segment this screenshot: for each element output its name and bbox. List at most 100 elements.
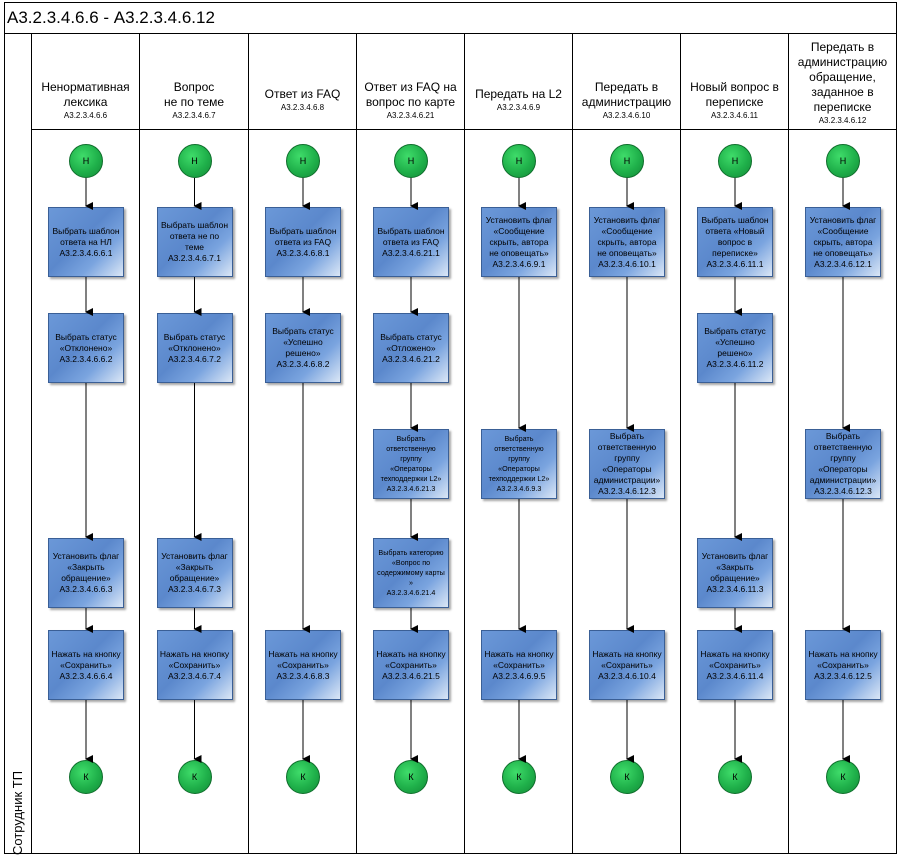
column-code: А3.2.3.4.6.8 bbox=[280, 103, 325, 112]
task-label: Установить флаг «Сообщение скрыть, автор… bbox=[593, 214, 661, 269]
task-label: Выбрать шаблон ответа из FAQ А3.2.3.4.6.… bbox=[377, 225, 445, 258]
task-label: Выбрать шаблон ответа из FAQ А3.2.3.4.6.… bbox=[269, 225, 337, 258]
task-box[interactable]: Нажать на кнопку «Сохранить» А3.2.3.4.6.… bbox=[589, 630, 665, 700]
task-label: Выбрать шаблон ответа на НЛ А3.2.3.4.6.6… bbox=[52, 225, 120, 258]
task-box[interactable]: Выбрать шаблон ответа не по теме А3.2.3.… bbox=[156, 207, 233, 277]
start-event: Н bbox=[610, 144, 644, 178]
task-label: Выбрать ответственную группу «Операторы … bbox=[593, 431, 661, 496]
end-event: К bbox=[394, 760, 428, 794]
task-label: Нажать на кнопку «Сохранить» А3.2.3.4.6.… bbox=[159, 648, 230, 681]
task-box[interactable]: Выбрать шаблон ответа из FAQ А3.2.3.4.6.… bbox=[373, 207, 449, 277]
column-header: Ответ из FAQ А3.2.3.4.6.8 bbox=[249, 33, 357, 130]
task-box[interactable]: Установить флаг «Закрыть обращение» А3.2… bbox=[156, 538, 233, 608]
task-label: Выбрать статус «Отложено» А3.2.3.4.6.21.… bbox=[380, 331, 442, 364]
task-box[interactable]: Нажать на кнопку «Сохранить» А3.2.3.4.6.… bbox=[373, 630, 449, 700]
start-event: Н bbox=[177, 144, 212, 178]
column-title: Ответ из FAQ на вопрос по карте bbox=[364, 80, 457, 109]
column-lane bbox=[573, 130, 681, 854]
task-label: Выбрать шаблон ответа «Новый вопрос в пе… bbox=[701, 214, 769, 269]
column-lane bbox=[681, 130, 789, 854]
task-box[interactable]: Установить флаг «Сообщение скрыть, автор… bbox=[589, 207, 665, 277]
task-label: Установить флаг «Закрыть обращение» А3.2… bbox=[52, 551, 120, 594]
task-box[interactable]: Выбрать ответственную группу «Операторы … bbox=[373, 429, 449, 499]
column-code: А3.2.3.4.6.6 bbox=[63, 111, 108, 120]
task-box[interactable]: Нажать на кнопку «Сохранить» А3.2.3.4.6.… bbox=[697, 630, 773, 700]
start-event: Н bbox=[286, 144, 320, 178]
task-box[interactable]: Выбрать статус «Отклонено» А3.2.3.4.6.6.… bbox=[48, 313, 124, 383]
column-lane bbox=[249, 130, 357, 854]
task-label: Выбрать ответственную группу «Операторы … bbox=[488, 434, 550, 493]
end-event: К bbox=[718, 760, 752, 794]
task-box[interactable]: Выбрать ответственную группу «Операторы … bbox=[589, 429, 665, 499]
start-event: Н bbox=[826, 144, 860, 178]
task-label: Выбрать ответственную группу «Операторы … bbox=[380, 434, 442, 493]
start-event: Н bbox=[502, 144, 536, 178]
task-label: Выбрать категорию «Вопрос по содержимому… bbox=[377, 548, 445, 597]
task-box[interactable]: Выбрать ответственную группу «Операторы … bbox=[805, 429, 881, 499]
swimlane-label-cell: Сотрудник ТП bbox=[4, 33, 32, 855]
task-label: Выбрать статус «Отклонено» А3.2.3.4.6.6.… bbox=[55, 331, 117, 364]
task-label: Установить флаг «Закрыть обращение» А3.2… bbox=[161, 551, 228, 594]
column-code: А3.2.3.4.6.10 bbox=[602, 111, 651, 120]
task-label: Выбрать статус «Успешно решено» А3.2.3.4… bbox=[704, 326, 766, 369]
task-box[interactable]: Нажать на кнопку «Сохранить» А3.2.3.4.6.… bbox=[48, 630, 124, 700]
column-title: Ответ из FAQ bbox=[264, 87, 341, 101]
end-event: К bbox=[69, 760, 103, 794]
task-label: Выбрать статус «Отклонено» А3.2.3.4.6.7.… bbox=[163, 331, 226, 364]
task-label: Выбрать шаблон ответа не по теме А3.2.3.… bbox=[160, 220, 229, 263]
task-box[interactable]: Выбрать статус «Отложено» А3.2.3.4.6.21.… bbox=[373, 313, 449, 383]
task-box[interactable]: Выбрать шаблон ответа из FAQ А3.2.3.4.6.… bbox=[265, 207, 341, 277]
title-bar: А3.2.3.4.6.6 - А3.2.3.4.6.12 bbox=[4, 2, 897, 34]
task-label: Выбрать статус «Успешно решено» А3.2.3.4… bbox=[272, 326, 334, 369]
task-label: Установить флаг «Сообщение скрыть, автор… bbox=[809, 214, 877, 269]
end-event: К bbox=[610, 760, 644, 794]
task-box[interactable]: Установить флаг «Сообщение скрыть, автор… bbox=[805, 207, 881, 277]
task-box[interactable]: Установить флаг «Закрыть обращение» А3.2… bbox=[697, 538, 773, 608]
task-box[interactable]: Выбрать статус «Успешно решено» А3.2.3.4… bbox=[265, 313, 341, 383]
task-label: Нажать на кнопку «Сохранить» А3.2.3.4.6.… bbox=[484, 648, 554, 681]
start-event: Н bbox=[394, 144, 428, 178]
swimlane-label: Сотрудник ТП bbox=[10, 770, 25, 855]
task-label: Нажать на кнопку «Сохранить» А3.2.3.4.6.… bbox=[268, 648, 338, 681]
task-box[interactable]: Нажать на кнопку «Сохранить» А3.2.3.4.6.… bbox=[481, 630, 557, 700]
end-event: К bbox=[826, 760, 860, 794]
column-header: Передать в администрацию обращение, зада… bbox=[789, 33, 897, 130]
column-title: Новый вопрос в переписке bbox=[690, 80, 779, 109]
start-event: Н bbox=[69, 144, 103, 178]
task-box[interactable]: Выбрать шаблон ответа на НЛ А3.2.3.4.6.6… bbox=[48, 207, 124, 277]
column-title: Вопрос не по теме bbox=[163, 80, 225, 109]
task-box[interactable]: Выбрать статус «Отклонено» А3.2.3.4.6.7.… bbox=[156, 313, 233, 383]
end-event: К bbox=[286, 760, 320, 794]
column-lane bbox=[357, 130, 465, 854]
column-lane bbox=[32, 130, 140, 854]
task-box[interactable]: Выбрать ответственную группу «Операторы … bbox=[481, 429, 557, 499]
column-code: А3.2.3.4.6.12 bbox=[818, 116, 867, 125]
column-code: А3.2.3.4.6.21 bbox=[386, 111, 435, 120]
task-label: Установить флаг «Закрыть обращение» А3.2… bbox=[701, 551, 769, 594]
task-label: Установить флаг «Сообщение скрыть, автор… bbox=[485, 214, 553, 269]
task-box[interactable]: Установить флаг «Закрыть обращение» А3.2… bbox=[48, 538, 124, 608]
diagram-title: А3.2.3.4.6.6 - А3.2.3.4.6.12 bbox=[7, 8, 215, 27]
end-event: К bbox=[502, 760, 536, 794]
task-label: Нажать на кнопку «Сохранить» А3.2.3.4.6.… bbox=[51, 648, 121, 681]
column-code: А3.2.3.4.6.7 bbox=[172, 111, 216, 120]
task-box[interactable]: Выбрать статус «Успешно решено» А3.2.3.4… bbox=[697, 313, 773, 383]
task-box[interactable]: Выбрать категорию «Вопрос по содержимому… bbox=[373, 538, 449, 608]
task-box[interactable]: Выбрать шаблон ответа «Новый вопрос в пе… bbox=[697, 207, 773, 277]
start-event: Н bbox=[718, 144, 752, 178]
task-box[interactable]: Установить флаг «Сообщение скрыть, автор… bbox=[481, 207, 557, 277]
column-title: Передать в администрацию обращение, зада… bbox=[797, 40, 888, 114]
column-code: А3.2.3.4.6.11 bbox=[711, 111, 758, 120]
column-lane bbox=[140, 130, 249, 854]
task-label: Нажать на кнопку «Сохранить» А3.2.3.4.6.… bbox=[700, 648, 770, 681]
column-lane bbox=[789, 130, 897, 854]
task-box[interactable]: Нажать на кнопку «Сохранить» А3.2.3.4.6.… bbox=[265, 630, 341, 700]
task-box[interactable]: Нажать на кнопку «Сохранить» А3.2.3.4.6.… bbox=[156, 630, 233, 700]
task-box[interactable]: Нажать на кнопку «Сохранить» А3.2.3.4.6.… bbox=[805, 630, 881, 700]
